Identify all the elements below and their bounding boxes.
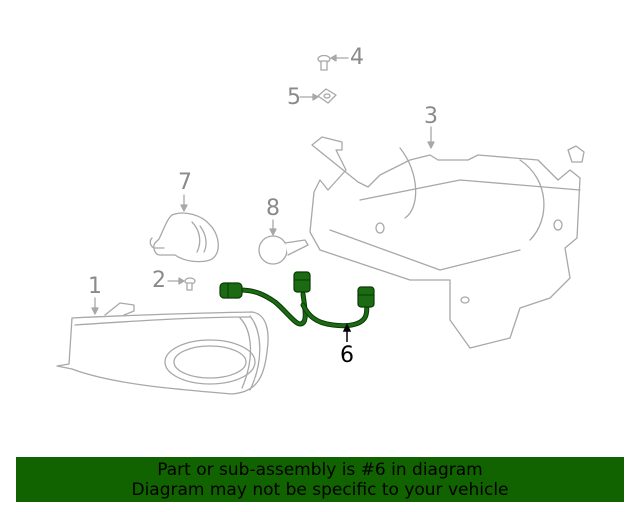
side-bulb-part-8[interactable]: [258, 219, 309, 265]
callout-7: 7: [178, 170, 192, 195]
bracket-part-3[interactable]: [309, 126, 585, 349]
fog-lamp-housing-part-1[interactable]: [56, 297, 269, 395]
banner-line-part-number: Part or sub-assembly is #6 in diagram: [157, 460, 483, 480]
callout-2: 2: [152, 268, 166, 293]
bulb-part-7[interactable]: [149, 194, 219, 263]
clip-nut-part-5[interactable]: [299, 88, 337, 104]
info-banner: Part or sub-assembly is #6 in diagram Di…: [16, 457, 624, 502]
callout-6: 6: [340, 343, 354, 368]
callout-6-arrow: [342, 323, 352, 342]
callout-3: 3: [424, 104, 438, 129]
callout-1: 1: [88, 274, 102, 299]
banner-line-disclaimer: Diagram may not be specific to your vehi…: [131, 480, 509, 500]
bolt-part-4[interactable]: [317, 54, 349, 71]
wiring-harness-part-6[interactable]: [219, 271, 375, 329]
callout-8: 8: [266, 196, 280, 221]
callout-5: 5: [287, 85, 301, 110]
callout-4: 4: [350, 45, 364, 70]
screw-part-2[interactable]: [167, 277, 196, 291]
